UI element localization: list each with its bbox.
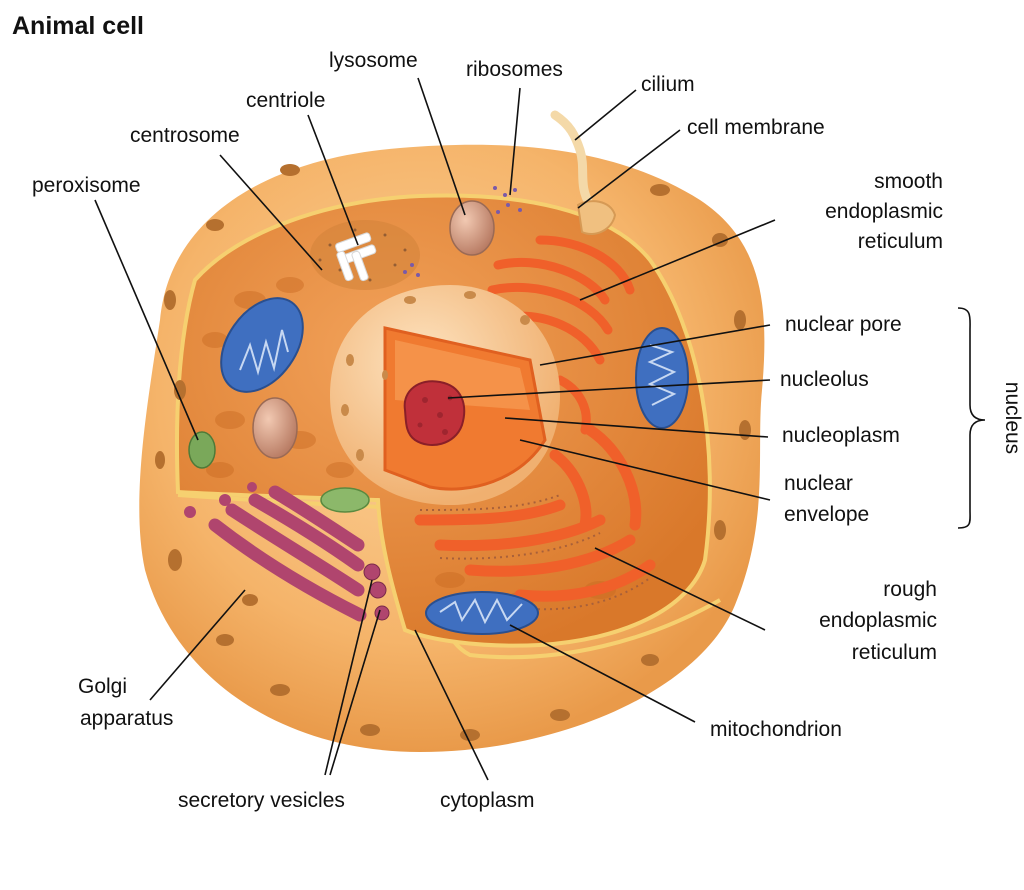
lysosome [449,200,495,256]
mitochondrion-left [220,297,304,393]
mitochondrion-right [635,327,689,429]
label-cilium: cilium [641,73,695,96]
label-rough-er-3: reticulum [852,641,937,664]
label-nuclear-envelope-1: nuclear [784,472,853,495]
label-centrosome: centrosome [130,124,240,147]
label-nucleus: nucleus [1001,382,1024,454]
label-smooth-er-3: reticulum [858,230,943,253]
label-rough-er-1: rough [883,578,937,601]
label-smooth-er-2: endoplasmic [825,200,943,223]
cilium [550,110,595,210]
label-peroxisome: peroxisome [32,174,141,197]
label-golgi-1: Golgi [78,675,127,698]
label-golgi-2: apparatus [80,707,173,730]
label-nuclear-pore: nuclear pore [785,313,902,336]
golgi-vesicles [184,482,257,518]
label-nucleolus: nucleolus [780,368,869,391]
centriole [335,232,377,282]
label-nucleoplasm: nucleoplasm [782,424,900,447]
rough-er [414,424,656,611]
label-secretory-vesicles: secretory vesicles [178,789,345,812]
label-cytoplasm: cytoplasm [440,789,535,812]
green-vesicle [320,487,370,513]
label-centriole: centriole [246,89,325,112]
centrosome [310,220,420,290]
golgi-apparatus [208,485,367,622]
nucleus-bracket [957,307,986,529]
cilium-base [576,200,617,235]
nucleolus-body [403,380,466,446]
mitochondrion-bottom [425,591,539,635]
label-smooth-er-1: smooth [874,170,943,193]
ribosomes [403,186,522,277]
diagram-title: Animal cell [12,12,144,40]
nucleus [330,285,560,505]
peroxisome [188,431,216,469]
label-rough-er-2: endoplasmic [819,609,937,632]
label-cell-membrane: cell membrane [687,116,825,139]
label-nuclear-envelope-2: envelope [784,503,869,526]
label-mitochondrion: mitochondrion [710,718,842,741]
label-lysosome: lysosome [329,49,418,72]
nuclear-pores [341,291,530,461]
label-ribosomes: ribosomes [466,58,563,81]
leader-lines [94,77,986,781]
labels: lysosome ribosomes cilium centriole cell… [32,49,1024,812]
vesicle-left [252,397,298,459]
